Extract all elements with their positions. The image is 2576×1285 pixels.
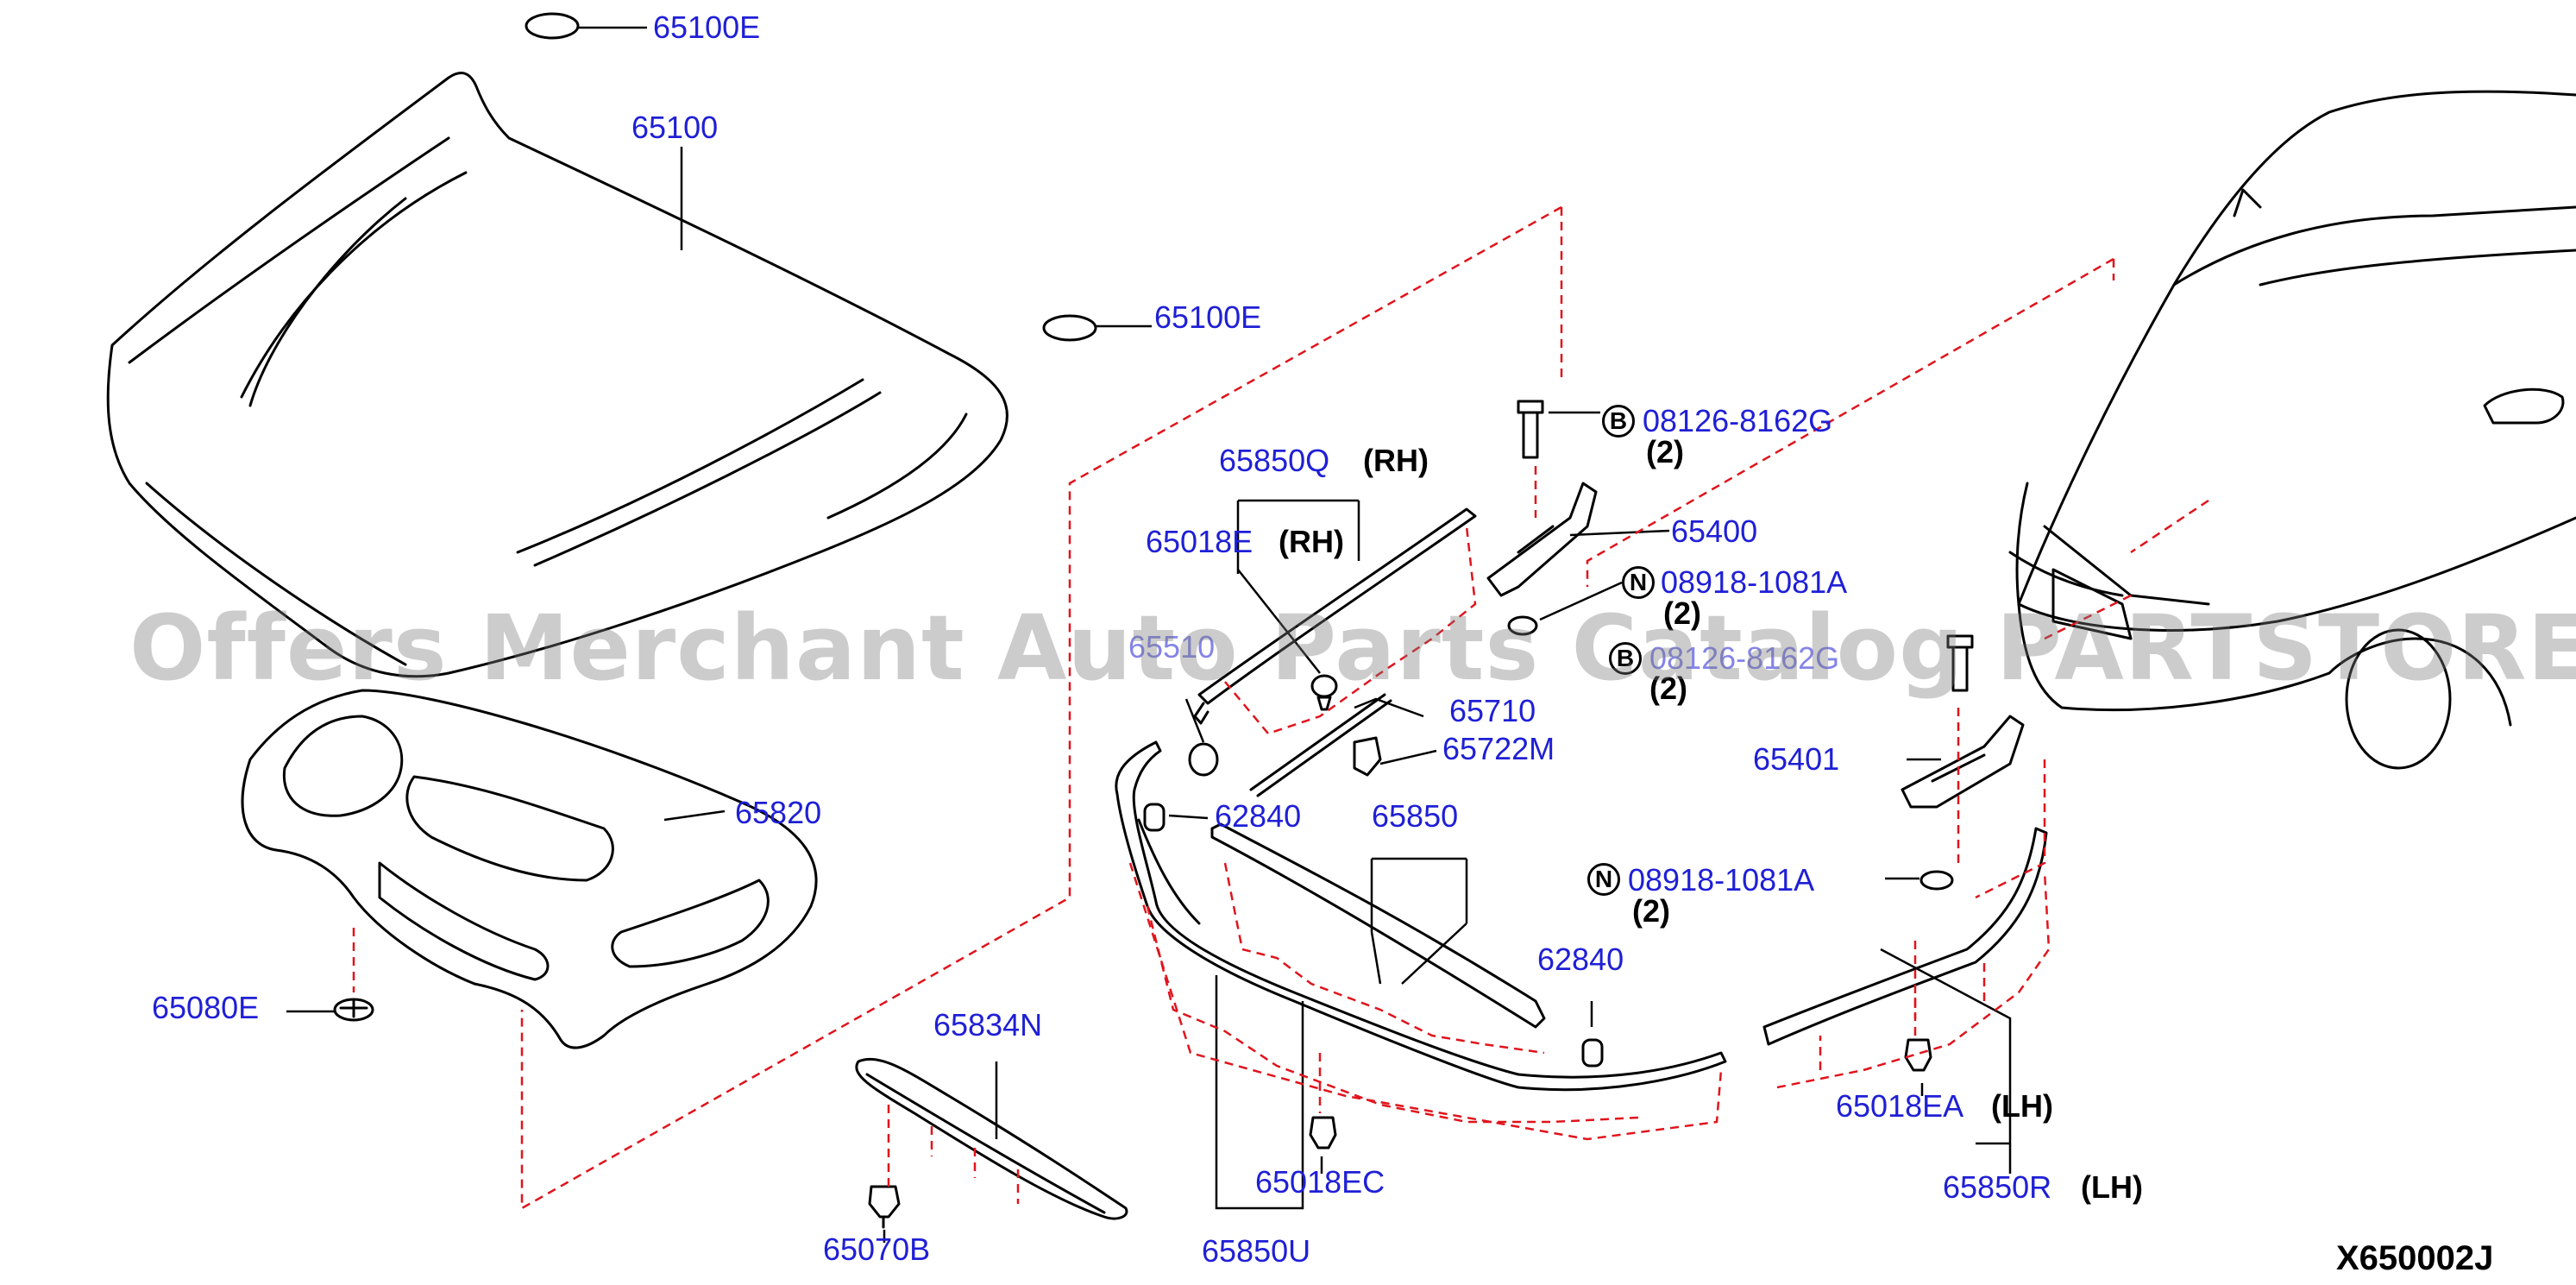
badge-N-bottom: N [1587,863,1620,896]
label-65100[interactable]: 65100 [631,110,719,145]
hinge-65400 [1486,482,1598,597]
label-65834N[interactable]: 65834N [933,1007,1043,1042]
emblem-65100E-mid [1042,314,1097,342]
badge-B-mid: B [1609,642,1642,675]
label-65850[interactable]: 65850 [1372,798,1459,834]
label-65510-partial[interactable]: 65510 [1128,629,1216,665]
label-65100E-top[interactable]: 65100E [653,9,761,45]
seal-65850 [1210,822,1546,1029]
label-65850U[interactable]: 65850U [1202,1233,1311,1269]
label-08918-bottom[interactable]: 08918-1081A [1628,862,1815,898]
fastener-65510 [1188,742,1219,777]
nut-08918-top [1507,615,1538,636]
emblem-65100E-top [525,12,580,40]
bumper-62840-right [1581,1038,1604,1068]
clip-65722M [1353,736,1382,777]
label-62840-right[interactable]: 62840 [1537,942,1624,977]
clip-65070B [868,1185,901,1229]
label-08126-mid[interactable]: 08126-8162G [1649,640,1840,676]
diagram-code: X650002J [2336,1239,2494,1277]
badge-N-top: N [1622,566,1655,599]
label-65018E-note: (RH) [1279,524,1344,559]
label-65018EA[interactable]: 65018EA [1836,1088,1964,1124]
label-65401[interactable]: 65401 [1753,741,1840,777]
assembly-lines [352,205,2209,1211]
label-65710[interactable]: 65710 [1449,693,1536,728]
label-08918-top[interactable]: 08918-1081A [1661,564,1848,600]
label-65018E[interactable]: 65018E [1146,524,1253,559]
badge-B-top: B [1602,405,1635,438]
nut-08918-bottom [1919,870,1954,891]
label-65850Q[interactable]: 65850Q [1219,443,1330,478]
hinge-65401 [1901,715,2025,809]
insulator-65820 [241,689,818,1049]
vehicle-outline [2008,90,2576,770]
label-62840-left[interactable]: 62840 [1215,798,1302,834]
seal-65850Q [1193,507,1477,725]
watermark: Offers Merchant Auto Parts Catalog PARTS… [129,595,2576,701]
label-08126-top[interactable]: 08126-8162G [1643,403,1833,438]
label-65070B[interactable]: 65070B [823,1231,931,1267]
label-08918-top-qty: (2) [1663,595,1701,631]
seal-65834N [855,1057,1128,1220]
label-65400[interactable]: 65400 [1671,513,1758,549]
hood-65100 [106,72,1008,678]
label-65820[interactable]: 65820 [735,795,822,830]
label-65018EC[interactable]: 65018EC [1255,1164,1385,1200]
rod-65710 [1249,693,1392,797]
seal-65850R [1762,827,2048,1046]
leader-lines [286,26,2012,1243]
grommet-65080E [333,998,374,1022]
label-65722M[interactable]: 65722M [1442,731,1555,766]
bolt-08126-mid [1946,634,1974,692]
label-65850R-note: (LH) [2081,1169,2143,1205]
clip-65018E [1310,674,1338,711]
label-65850R[interactable]: 65850R [1943,1169,2052,1205]
label-08126-mid-qty: (2) [1649,671,1687,706]
label-08126-top-qty: (2) [1646,434,1684,469]
label-65850Q-note: (RH) [1363,443,1429,478]
bolt-08126-top [1517,400,1544,459]
clip-65018EA [1904,1038,1932,1072]
label-65080E[interactable]: 65080E [152,990,260,1025]
bumper-62840-left [1143,803,1165,832]
clip-65018EC [1309,1116,1337,1150]
label-08918-bottom-qty: (2) [1632,893,1670,929]
label-65100E-mid[interactable]: 65100E [1154,299,1262,335]
label-65018EA-note: (LH) [1991,1088,2053,1124]
